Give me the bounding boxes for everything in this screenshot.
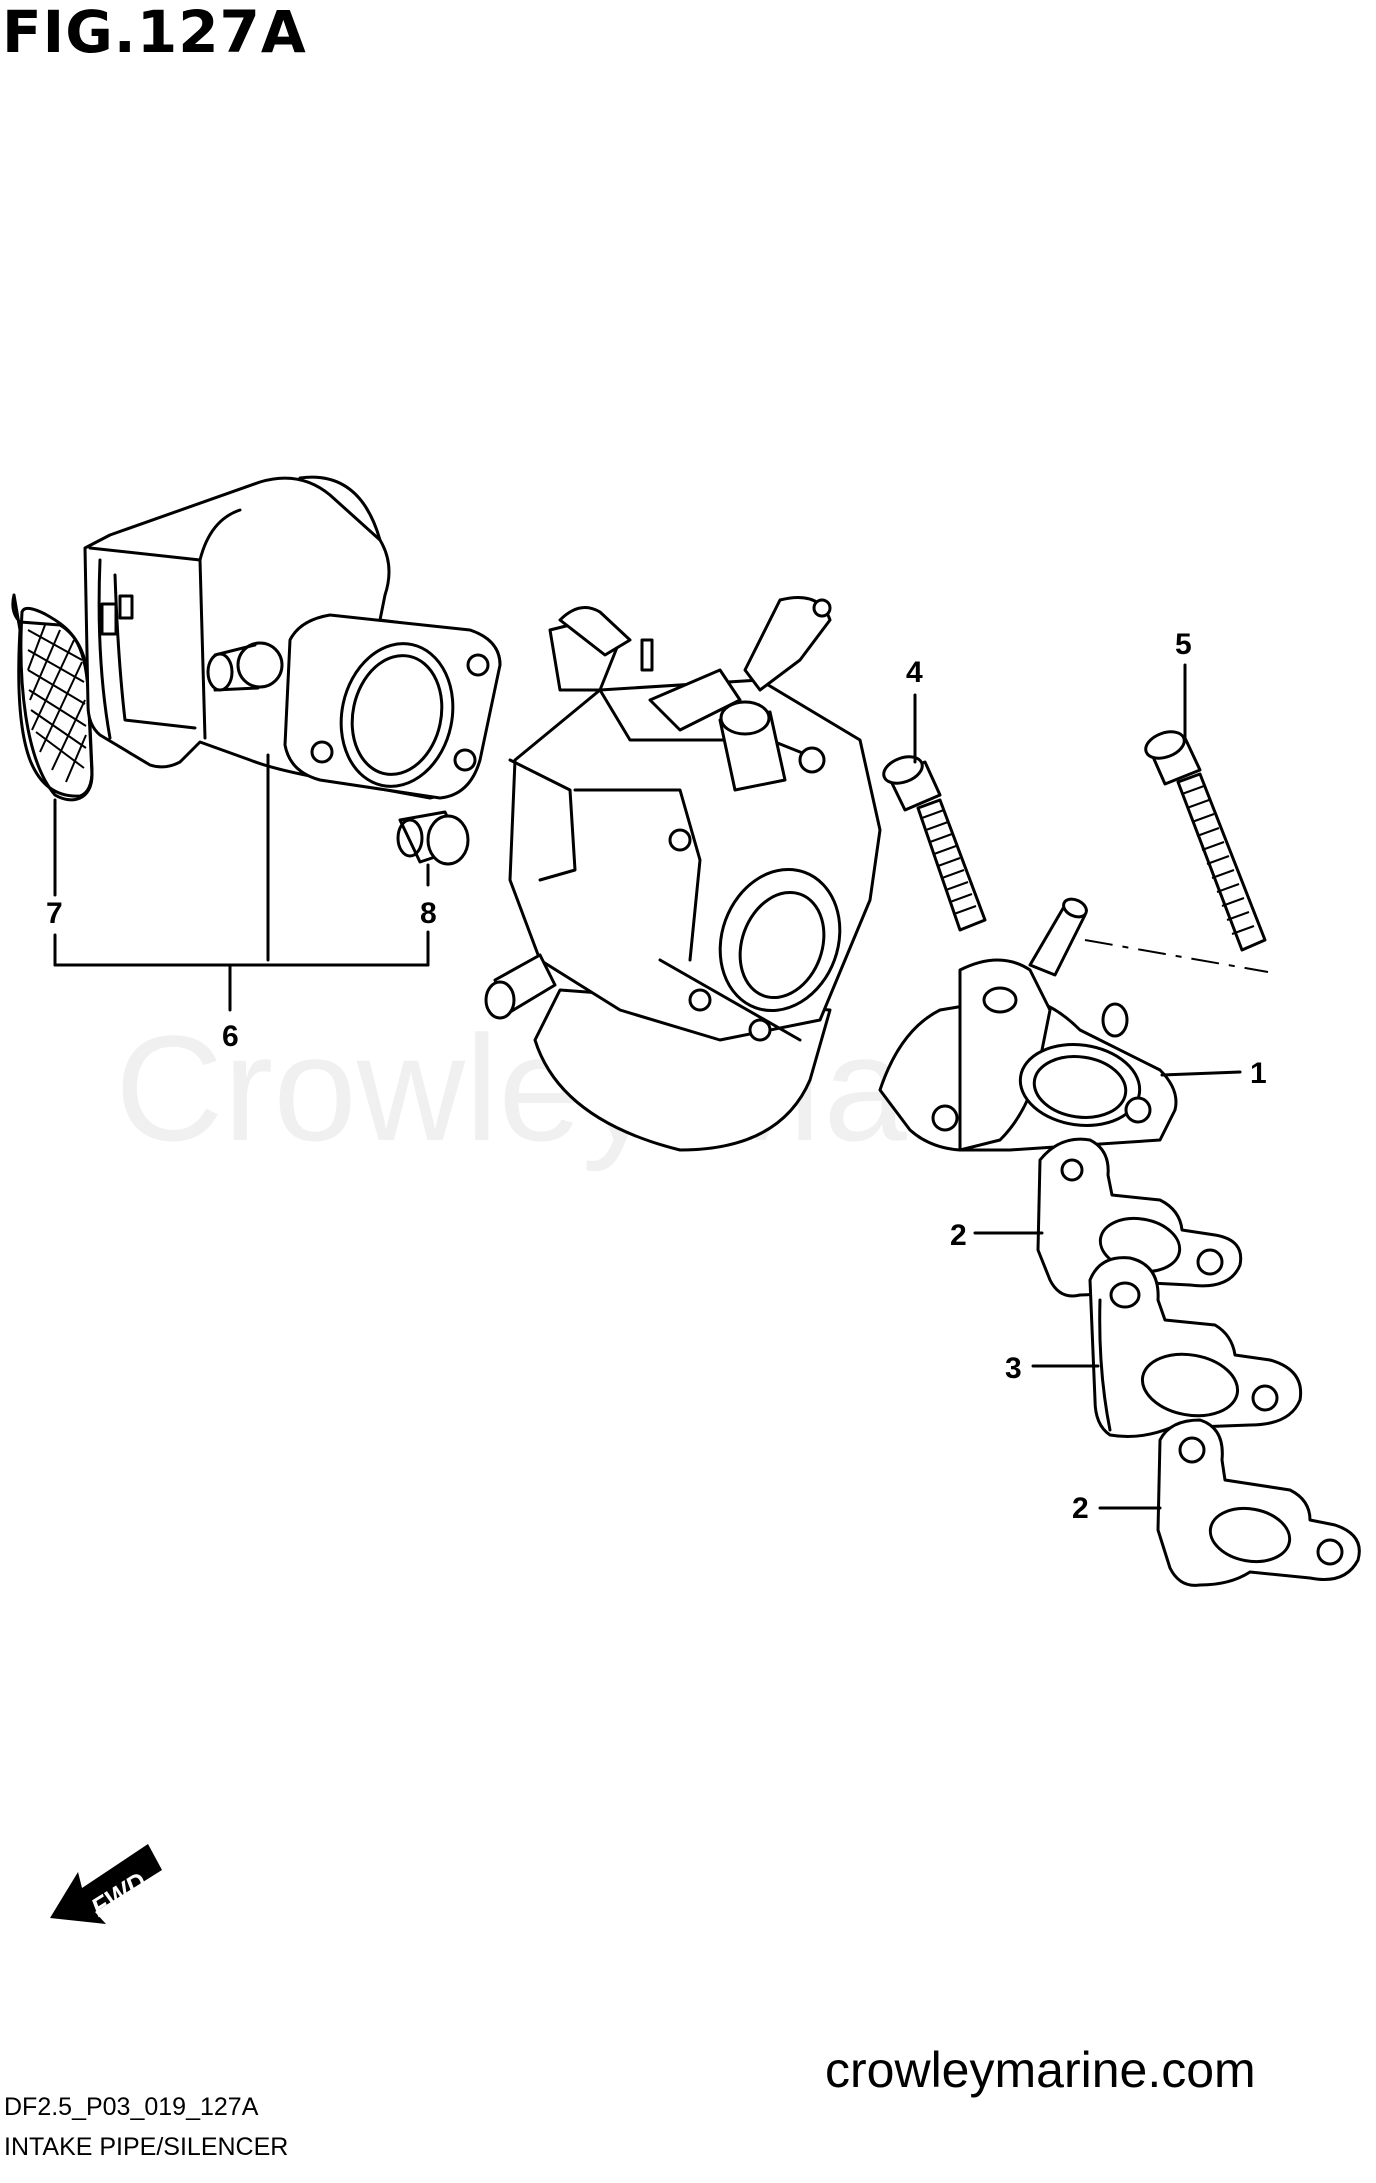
callout-5: 5: [1175, 628, 1192, 661]
figure-title: FIG.127A: [2, 0, 307, 66]
bolt-5-part: [1144, 730, 1267, 952]
gasket-lower-part: [1156, 1418, 1361, 1587]
callout-6: 6: [222, 1020, 239, 1053]
callout-2-upper: 2: [950, 1219, 967, 1252]
gasket-upper-part: [1036, 1137, 1243, 1298]
intake-pipe-part: [878, 897, 1178, 1152]
arrow-left-down-icon: [50, 1844, 162, 1924]
carburetor-part: [484, 596, 882, 1152]
diagram-code: DF2.5_P03_019_127A: [4, 2093, 259, 2121]
callout-1: 1: [1250, 1057, 1267, 1090]
collar-part: [396, 810, 470, 866]
site-url: crowleymarine.com: [825, 2042, 1256, 2098]
leader-lines: [53, 663, 1269, 1510]
callouts: 1 2 2 3 4 5 6 7 8: [46, 628, 1267, 1525]
callout-8: 8: [420, 897, 437, 930]
callout-4: 4: [906, 656, 923, 689]
diagram-caption: INTAKE PIPE/SILENCER: [4, 2133, 288, 2161]
fwd-direction-marker: FWD: [50, 1844, 162, 1924]
callout-7: 7: [46, 897, 63, 930]
bolt-4-part: [882, 755, 987, 932]
silencer-housing-part: [83, 475, 502, 800]
insulator-part: [1088, 1256, 1303, 1438]
mesh-screen-part: [11, 593, 94, 802]
callout-3: 3: [1005, 1352, 1022, 1385]
callout-2-lower: 2: [1072, 1492, 1089, 1525]
